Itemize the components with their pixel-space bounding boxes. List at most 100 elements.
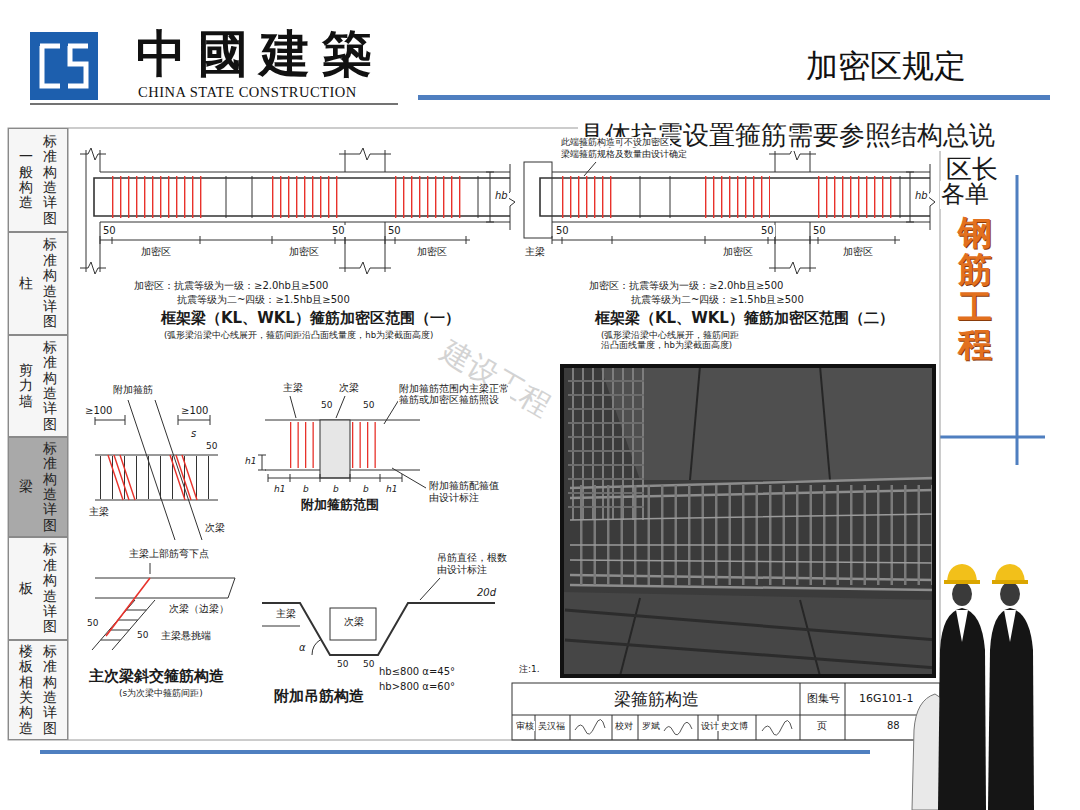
index-tab: 一般构造标准构造详图: [8, 128, 68, 232]
company-logo: [40, 46, 88, 86]
callout-text: 主梁上部筋弯下点: [128, 548, 210, 560]
part-name: 主梁: [282, 382, 304, 394]
dimension-symbol: h1: [385, 484, 398, 494]
note-text: 加密区：抗震等级为一级：≥2.0hb且≥500: [588, 280, 784, 292]
part-name: 主梁: [275, 608, 297, 620]
worker-figures: [944, 580, 980, 584]
company-logo: [30, 32, 98, 100]
beam-elevation: [769, 148, 816, 274]
part-name: 次梁: [338, 382, 360, 394]
tab-series: 标准构造详图: [43, 644, 57, 736]
cantilever-plan: [92, 563, 235, 650]
dimension-value: 50: [362, 400, 375, 410]
table-cell: 审核: [515, 721, 535, 731]
part-name: 主梁: [524, 246, 546, 258]
skew-beam-plan: [95, 455, 218, 500]
extra-stirrup-section: [320, 420, 350, 478]
note-text: 抗震等级为二~四级：≥1.5hb且≥500: [630, 294, 805, 306]
tab-category: 剪力墙: [19, 363, 33, 409]
dense-stirrups: [395, 176, 467, 218]
skew-beam-plan: [108, 455, 197, 500]
hanger-bar-section: [330, 608, 376, 640]
header-rule: [30, 103, 398, 105]
dimension-value: 50: [320, 400, 333, 410]
worker-figures: [938, 608, 986, 810]
beam-elevation: [775, 150, 810, 272]
table-cell: 设计: [700, 721, 720, 731]
site-photo: [565, 610, 934, 668]
dimension-value: ≥100: [180, 405, 209, 417]
worker-figures: [988, 608, 1034, 810]
watermark: 建设工程: [435, 333, 558, 424]
side-frame: [940, 175, 1045, 465]
extra-stirrup-section: [268, 474, 402, 482]
tab-series: 标准构造详图: [43, 134, 57, 226]
table-cell: 页: [816, 720, 828, 732]
title-block: [512, 683, 940, 740]
dimension-value: 50: [102, 225, 117, 237]
slide-text: 各单: [940, 181, 990, 209]
table-cell: 16G101-1: [858, 693, 914, 706]
dimension-value: 50: [555, 225, 570, 237]
caption-note: (s为次梁中箍筋间距): [118, 688, 204, 698]
footer-bar: [40, 750, 870, 754]
cantilever-plan: [95, 578, 235, 598]
drawing-sheet: [8, 128, 940, 740]
tab-category: 一般构造: [19, 149, 33, 211]
beam-elevation: [552, 236, 900, 244]
tab-series: 标准构造详图: [43, 340, 57, 432]
beam-elevation: [226, 176, 478, 218]
dimension-symbol: h1: [244, 456, 257, 466]
figure-caption: 附加箍筋范围: [300, 498, 380, 513]
worker-figures: [1000, 582, 1020, 606]
beam-elevation: [100, 172, 510, 222]
dimension-value: 50: [336, 659, 349, 669]
company-name-en: CHINA STATE CONSTRUCTION: [137, 84, 358, 101]
header-bar: [418, 95, 1050, 100]
callout-text: 此端箍筋构造可不设加密区: [560, 137, 670, 147]
tab-series: 标准构造详图: [43, 237, 57, 329]
note-text: 注:1.: [518, 664, 541, 674]
worker-figures: [952, 582, 972, 606]
caption-note: (弧形梁沿梁中心线展开，箍筋间距 沿凸面线量度，hb为梁截面高度): [600, 331, 742, 351]
beam-elevation: [552, 172, 930, 222]
worker-figures: [995, 564, 1025, 582]
dense-stirrups: [112, 176, 467, 218]
tab-category: 柱: [19, 276, 33, 291]
extra-stirrup-section: [258, 396, 426, 488]
slide-title: 加密区规定: [806, 48, 966, 85]
dimension-value: 50: [362, 659, 375, 669]
figure-caption: 主次梁斜交箍筋构造: [88, 668, 225, 685]
dimension-label: 加密区: [416, 246, 448, 258]
table-cell: 校对: [614, 721, 634, 731]
worker-figures: [956, 610, 968, 642]
site-photo: [580, 485, 934, 585]
beam-elevation: [486, 172, 494, 222]
dimension-value: 50: [387, 225, 402, 237]
title-block: [575, 719, 792, 735]
skew-beam-plan: [100, 456, 218, 499]
callout-text: 吊筋直径，根数 由设计标注: [436, 552, 514, 575]
dimension-symbol: 20d: [476, 587, 497, 599]
tab-category: 楼板相关构造: [19, 644, 33, 736]
beam-elevation: [86, 150, 385, 272]
beam-elevation: [640, 176, 900, 218]
extra-stirrup-section: [258, 455, 266, 470]
table-cell: 史文博: [720, 721, 749, 731]
title-block: [512, 683, 940, 740]
dimension-label: 加密区: [288, 246, 320, 258]
part-name: 次梁（边梁）: [168, 603, 230, 615]
section-label: 钢筋工程: [958, 214, 992, 364]
cantilever-plan: [92, 600, 155, 650]
hanger-bar-section: [312, 639, 321, 655]
dimension-symbol: b: [302, 484, 310, 494]
index-tab: 楼板相关构造标准构造详图: [8, 640, 68, 740]
site-photo: [600, 366, 934, 480]
beam-elevation: [524, 148, 935, 274]
dimension-symbol: hb: [494, 190, 509, 202]
site-photo: [570, 478, 934, 590]
site-photo: [562, 366, 934, 676]
hanger-bar-section: [262, 603, 495, 655]
